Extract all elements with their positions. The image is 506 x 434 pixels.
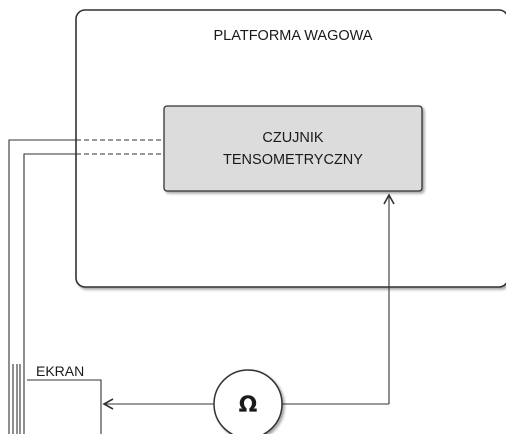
platform-label: PLATFORMA WAGOWA [214,28,373,44]
cable-wire-outer [8,139,76,434]
sensor-label-line2: TENSOMETRYCZNY [223,152,363,168]
sensor-box [163,105,423,192]
screen-label: EKRAN [36,363,84,379]
ohmmeter-circle [213,369,283,434]
cable-wire-inner [23,153,76,434]
ohm-symbol-icon: Ω [239,393,258,418]
screen-wire [27,379,102,434]
sensor-label-line1: CZUJNIK [262,130,324,146]
